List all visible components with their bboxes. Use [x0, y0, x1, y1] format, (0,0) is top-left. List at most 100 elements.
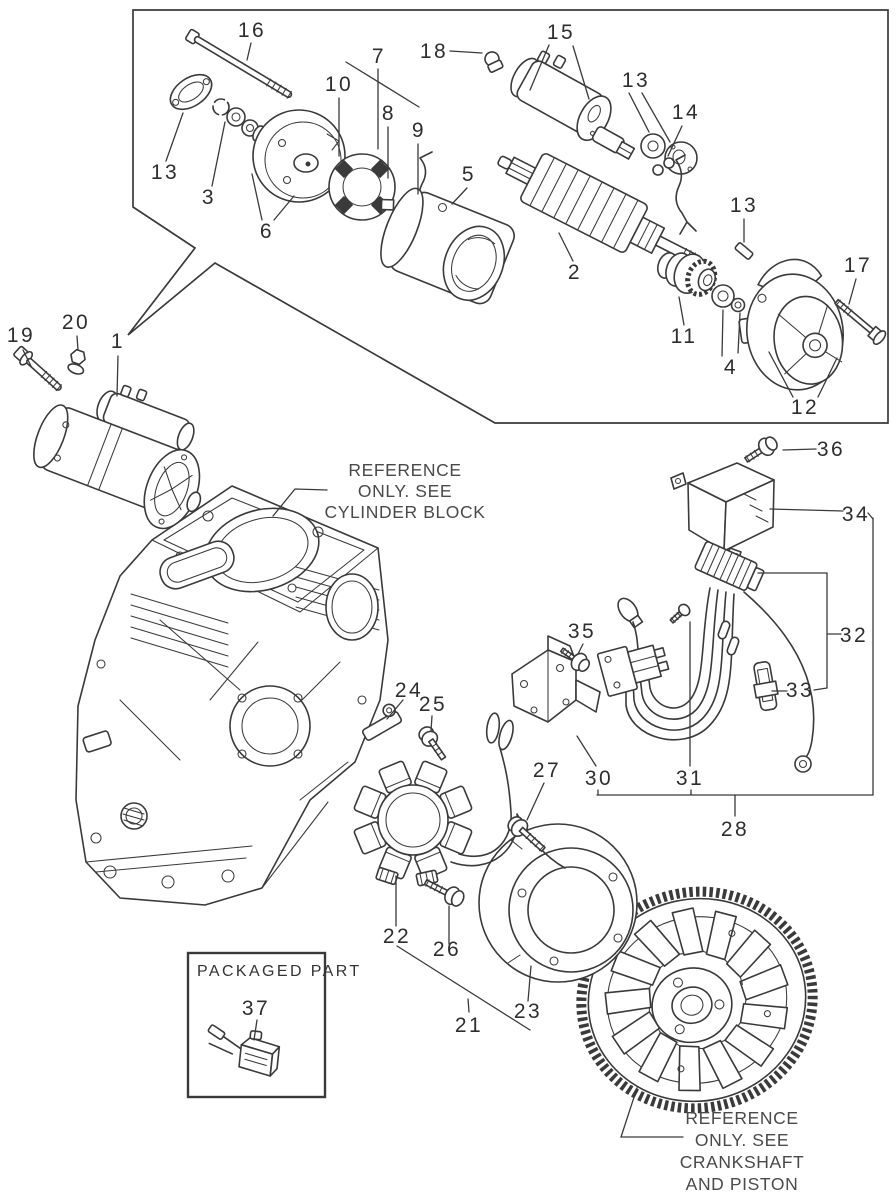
- part-callout-10: 10: [325, 73, 353, 96]
- crankcase-boss: [229, 685, 311, 767]
- callout-leader-5: [451, 187, 468, 205]
- armature-laminations: [529, 157, 639, 248]
- field-yoke: [380, 187, 515, 305]
- callout-leader-17: [848, 278, 857, 305]
- part-callout-3: 3: [202, 186, 216, 209]
- part-callout-13: 13: [151, 161, 179, 184]
- oil-filler-boss: [120, 802, 148, 830]
- gasket: [169, 73, 213, 111]
- end-frame: [252, 109, 346, 203]
- part-callout-11: 11: [671, 325, 698, 348]
- starter-motor: [33, 384, 202, 530]
- callout-leader-13: [165, 112, 184, 162]
- nut: [67, 348, 86, 375]
- part-callout-33: 33: [786, 679, 814, 702]
- part-callout-12: 12: [791, 396, 819, 419]
- dust-cap: [484, 51, 504, 73]
- side-cover-opening: [159, 540, 235, 590]
- stator-screw: [418, 726, 447, 761]
- harness-connector: [596, 644, 670, 697]
- part-callout-14: 14: [672, 101, 700, 124]
- through-stud: [184, 28, 293, 99]
- wire-terminals: [485, 712, 514, 751]
- part-callout-4: 4: [724, 356, 738, 379]
- ignition-rotor: [478, 823, 638, 983]
- callout-leader-1: [116, 355, 119, 397]
- part-callout-22: 22: [383, 925, 411, 948]
- solenoid-switch: [510, 50, 636, 160]
- voltage-regulator: [670, 462, 775, 564]
- part-callout-27: 27: [533, 759, 561, 782]
- brush-set: [652, 154, 697, 235]
- connector-part: [207, 1024, 281, 1077]
- part-callout-5: 5: [462, 163, 476, 186]
- callout-leader-37: [253, 1019, 258, 1041]
- detail-view-border: [127, 9, 889, 424]
- callout-leader-21: [467, 998, 470, 1013]
- brush-holder: [328, 153, 396, 221]
- callout-leader-11: [678, 296, 685, 326]
- callout-leader-27: [526, 782, 545, 821]
- stator: [353, 712, 566, 887]
- part-callout-26: 26: [433, 938, 461, 961]
- mounting-bolt: [13, 345, 63, 392]
- callout-leader-4: [721, 309, 724, 357]
- part-callout-30: 30: [585, 767, 613, 790]
- callout-leader-16: [246, 42, 252, 61]
- callout-leader-36: [782, 448, 817, 451]
- part-callout-21: 21: [455, 1014, 483, 1037]
- callout-leader-20: [76, 335, 79, 351]
- cylinder-block-reference-leader: [272, 488, 328, 517]
- part-callout-17: 17: [844, 254, 872, 277]
- callout-leader-15: [572, 45, 590, 100]
- part-callout-23: 23: [514, 1000, 542, 1023]
- callout-leader-3: [211, 121, 226, 187]
- stator-bolt: [423, 879, 465, 907]
- callout-leader-18: [449, 50, 483, 54]
- callout-leader-14: [667, 125, 683, 157]
- connector-screw: [669, 603, 691, 624]
- part-callout-35: 35: [568, 620, 596, 643]
- cylinder-block: [75, 485, 389, 906]
- part-callout-24: 24: [395, 679, 423, 702]
- callout-leader-21: [396, 945, 531, 1031]
- callout-leader-25: [430, 715, 433, 732]
- wiring-bracket: [511, 635, 601, 723]
- part-callout-1: 1: [111, 330, 125, 353]
- callout-leader-24: [386, 699, 404, 720]
- part-callout-16: 16: [238, 19, 266, 42]
- callout-leader-6: [273, 195, 295, 221]
- callout-leader-34: [867, 512, 874, 520]
- rotor-screw: [507, 815, 546, 853]
- part-callout-13: 13: [730, 194, 758, 217]
- callout-leader-34: [769, 508, 844, 512]
- callout-leader-13: [641, 92, 671, 143]
- part-callout-36: 36: [817, 438, 845, 461]
- packaged-part-box: PACKAGED PART: [186, 951, 359, 1099]
- part-callout-28: 28: [721, 818, 749, 841]
- callout-leader-13: [628, 92, 650, 133]
- fan-blades: [604, 907, 789, 1092]
- callout-leader-30: [576, 735, 597, 767]
- callout-leader-23: [527, 965, 532, 1002]
- part-callout-7: 7: [372, 45, 386, 68]
- callout-leader-12: [817, 357, 838, 398]
- regulator-screw: [744, 436, 778, 463]
- starter-motor-exploded: [169, 28, 887, 391]
- pinion-clutch: [656, 252, 718, 297]
- part-callout-34: 34: [842, 503, 870, 526]
- callout-leader-6: [251, 173, 263, 221]
- harness-clamp: [753, 661, 779, 712]
- part-callout-31: 31: [676, 767, 704, 790]
- part-callout-2: 2: [568, 261, 582, 284]
- cooling-fins-left: [130, 593, 229, 668]
- callout-leader-12: [768, 351, 794, 398]
- starter-motor-assembly: [13, 345, 202, 530]
- drive-end-housing: [738, 258, 845, 391]
- bearing: [711, 284, 746, 313]
- flywheel: [576, 886, 818, 1114]
